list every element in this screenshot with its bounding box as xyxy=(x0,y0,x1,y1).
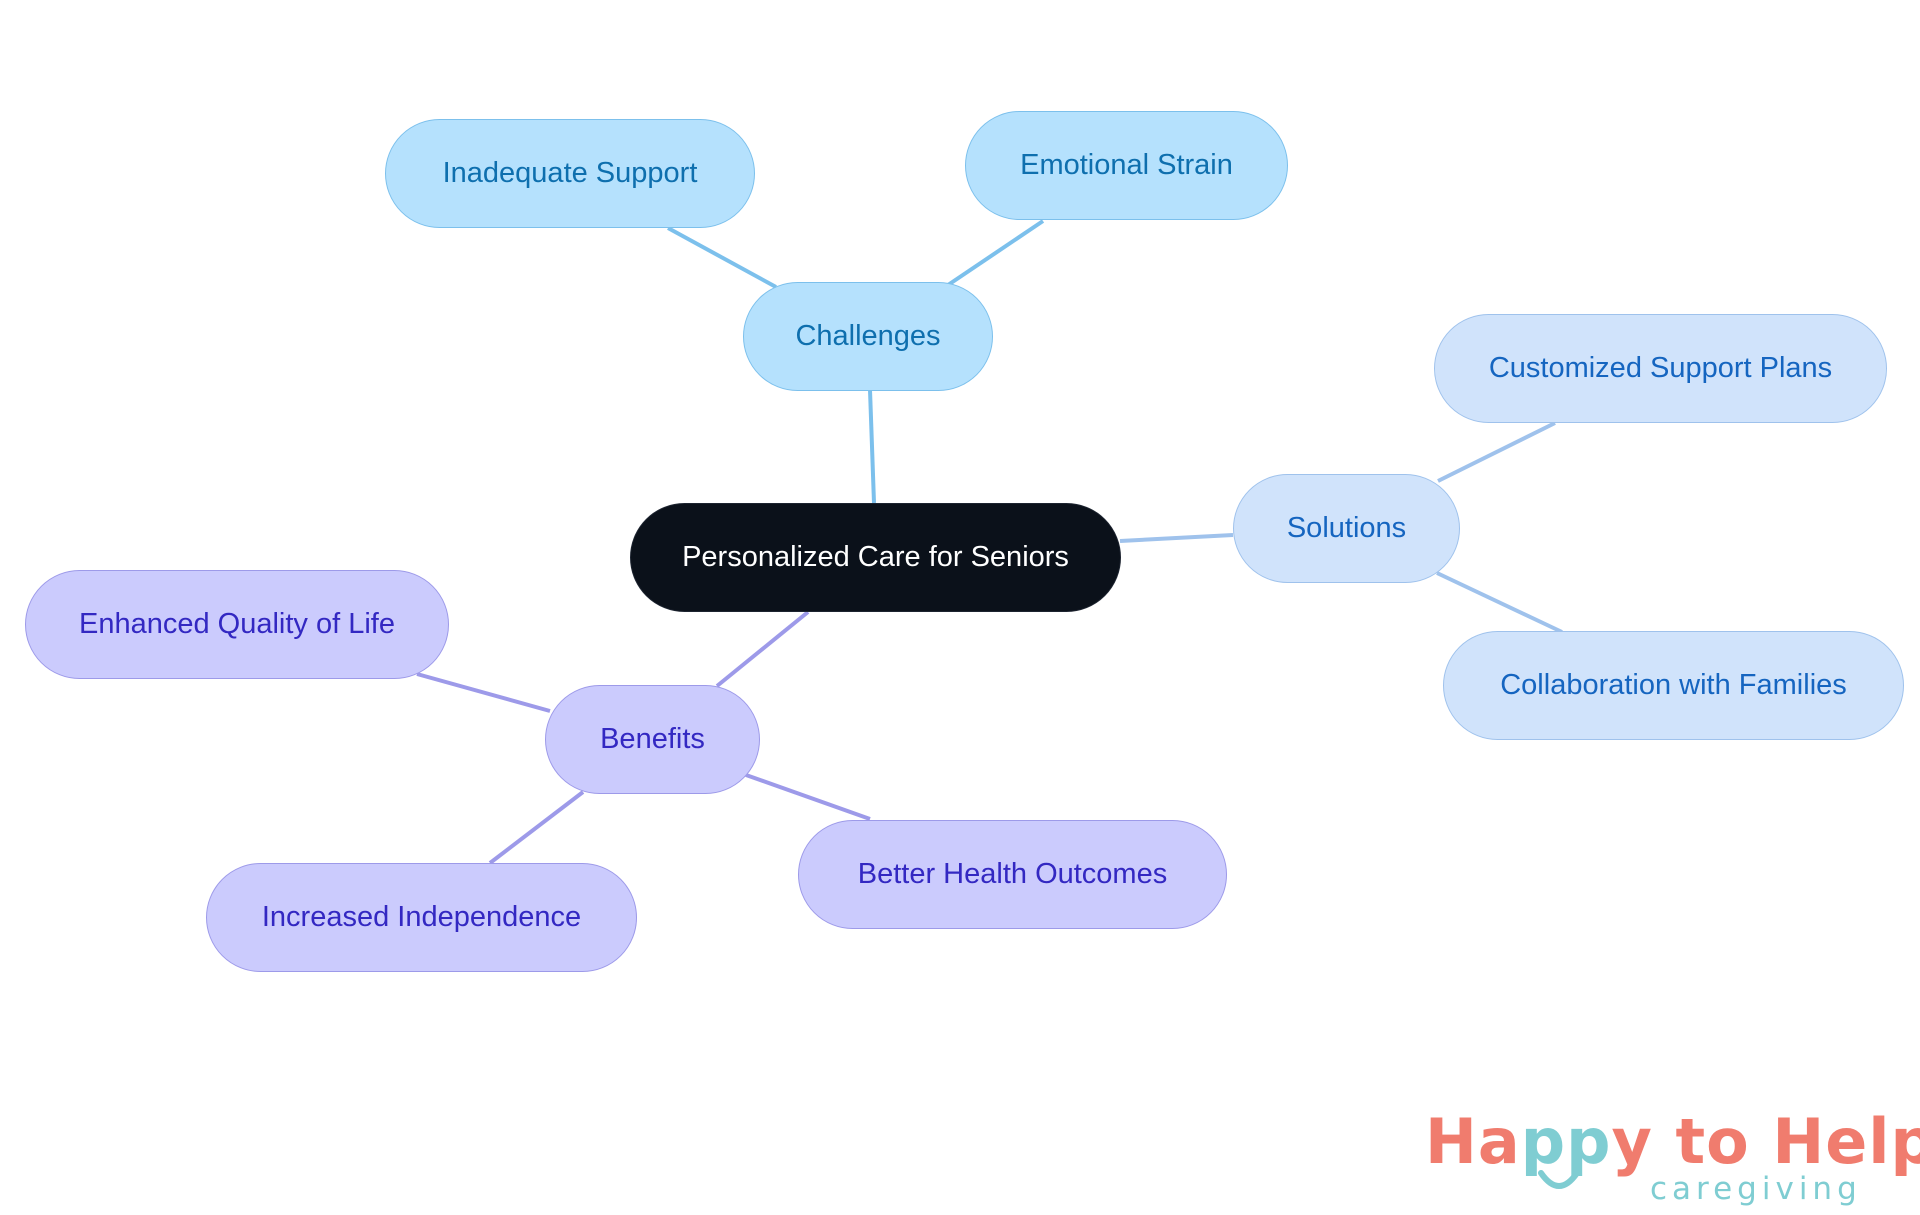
edge-challenges-inadequate-support xyxy=(667,226,777,289)
root-node: Personalized Care for Seniors xyxy=(630,503,1121,612)
edge-benefits-enhanced-quality-of-life xyxy=(416,672,551,713)
logo-wordmark: Happy to Help xyxy=(1425,1105,1920,1178)
logo-tagline: caregiving xyxy=(1650,1171,1862,1207)
branch-node-benefits: Benefits xyxy=(545,685,760,794)
leaf-node-better-health-outcomes: Better Health Outcomes xyxy=(798,820,1227,929)
edge-benefits-better-health-outcomes xyxy=(745,773,871,821)
edge-solutions-collaboration-with-families xyxy=(1436,571,1563,634)
smile-icon xyxy=(1538,1170,1580,1189)
brand-logo: Happy to Help caregiving xyxy=(1425,1105,1920,1215)
edge-challenges-emotional-strain xyxy=(946,219,1045,287)
branch-node-challenges: Challenges xyxy=(743,282,993,391)
leaf-node-increased-independence: Increased Independence xyxy=(206,863,637,972)
leaf-node-collaboration-with-families: Collaboration with Families xyxy=(1443,631,1904,740)
leaf-node-inadequate-support: Inadequate Support xyxy=(385,119,755,228)
logo-wordmark-accent: pp xyxy=(1520,1105,1612,1178)
leaf-node-enhanced-quality-of-life: Enhanced Quality of Life xyxy=(25,570,449,679)
edge-root-benefits xyxy=(715,610,810,688)
logo-wordmark-start: Ha xyxy=(1425,1105,1521,1178)
edge-benefits-increased-independence xyxy=(488,790,585,865)
leaf-node-customized-support-plans: Customized Support Plans xyxy=(1434,314,1887,423)
logo-wordmark-end: y to Help xyxy=(1611,1105,1920,1178)
branch-node-solutions: Solutions xyxy=(1233,474,1460,583)
edge-root-solutions xyxy=(1119,533,1234,543)
edge-solutions-customized-support-plans xyxy=(1437,421,1556,483)
edge-root-challenges xyxy=(868,389,876,504)
leaf-node-emotional-strain: Emotional Strain xyxy=(965,111,1288,220)
